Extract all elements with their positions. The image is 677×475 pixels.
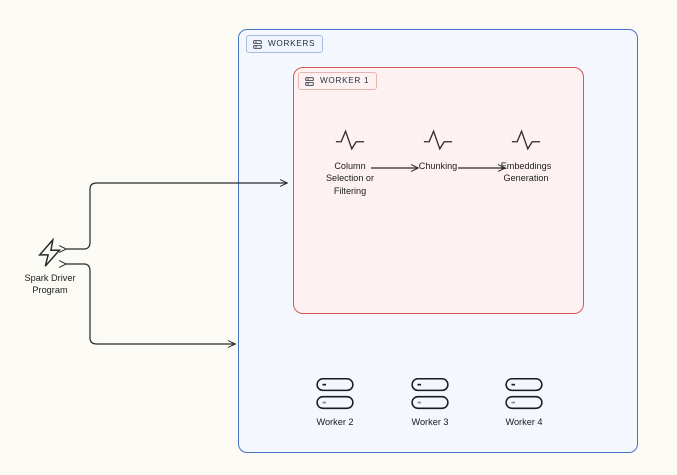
worker1-group-container[interactable]: [293, 67, 584, 314]
worker1-group-badge-label: WORKER 1: [320, 75, 370, 85]
worker-node-3[interactable]: Worker 3: [385, 377, 475, 428]
worker-node-2[interactable]: Worker 2: [290, 377, 380, 428]
worker-node-label: Worker 2: [316, 417, 354, 427]
pipeline-node-label: Column Selection or Filtering: [325, 161, 375, 196]
activity-pulse-icon: [335, 129, 365, 151]
workers-group-badge[interactable]: WORKERS: [246, 35, 324, 53]
pipeline-node-label: Embeddings Generation: [500, 161, 552, 184]
layers-icon: [253, 39, 262, 49]
pipeline-node-embeddings-generation[interactable]: Embeddings Generation: [466, 128, 586, 185]
pipeline-node-label: Chunking: [418, 161, 458, 171]
worker1-group-badge[interactable]: WORKER 1: [298, 72, 378, 90]
server-rack-icon: [411, 378, 449, 410]
spark-driver-program-label: Spark Driver Program: [24, 273, 76, 295]
workers-group-badge-label: WORKERS: [268, 38, 316, 48]
zap-icon: [38, 238, 62, 267]
worker-node-4[interactable]: Worker 4: [479, 377, 569, 428]
pipeline-node-chunking[interactable]: Chunking: [378, 128, 498, 172]
activity-pulse-icon: [511, 129, 541, 151]
server-rack-icon: [316, 378, 354, 410]
layers-icon: [305, 76, 314, 86]
activity-pulse-icon: [423, 129, 453, 151]
worker-node-label: Worker 3: [411, 417, 449, 427]
worker-node-label: Worker 4: [505, 417, 543, 427]
server-rack-icon: [505, 378, 543, 410]
spark-driver-program-node[interactable]: Spark Driver Program: [8, 238, 92, 296]
pipeline-node-column-selection[interactable]: Column Selection or Filtering: [290, 128, 410, 197]
